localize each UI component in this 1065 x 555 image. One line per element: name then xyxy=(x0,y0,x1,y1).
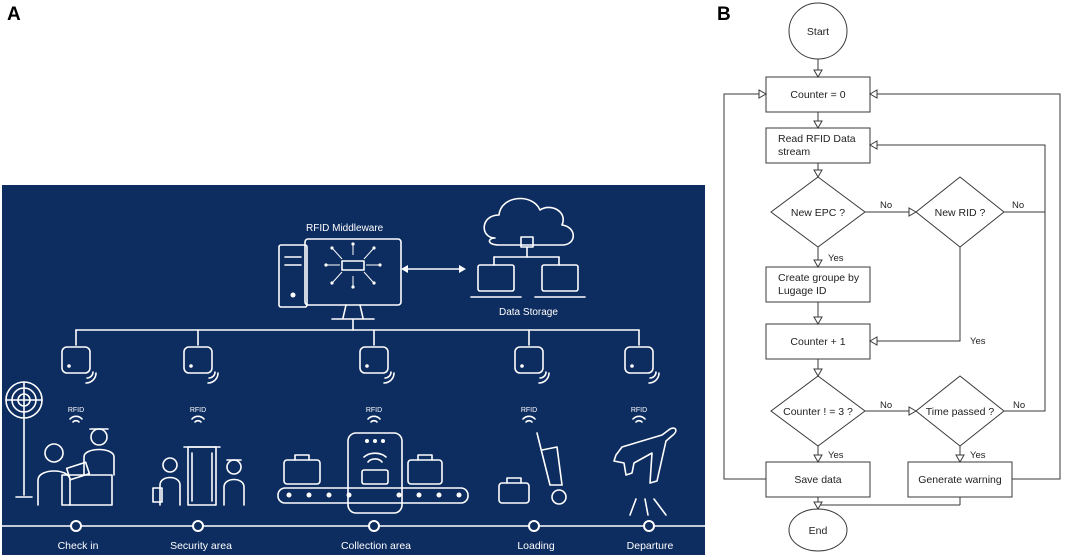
rfid-reader-icon xyxy=(514,346,550,384)
check-in-scene xyxy=(5,381,115,506)
svg-text:Time passed ?: Time passed ? xyxy=(926,406,995,418)
monitor-icon xyxy=(304,238,402,320)
panel-b-letter: B xyxy=(717,4,731,25)
counter-check-decision: Counter ! = 3 ? xyxy=(770,375,866,447)
network-lines xyxy=(493,246,560,266)
end-node: End xyxy=(788,508,848,552)
svg-text:Read RFID Data: Read RFID Data xyxy=(778,133,856,145)
svg-text:Create groupe by: Create groupe by xyxy=(778,272,860,284)
rfid-infrastructure-illustration: Data Storage RFID Middleware xyxy=(2,185,705,555)
read-rfid-box: Read RFID Data stream xyxy=(765,127,871,164)
save-data-box: Save data xyxy=(765,461,871,498)
svg-text:New EPC ?: New EPC ? xyxy=(791,207,845,219)
server-tower-icon xyxy=(278,244,308,308)
flow-connectors xyxy=(723,59,1061,511)
edge-label-yes: Yes xyxy=(970,336,986,347)
rfid-tag-label: RFID xyxy=(631,407,647,414)
new-epc-decision: New EPC ? xyxy=(770,176,866,248)
rfid-reader-icon xyxy=(183,346,219,384)
edge-label-yes: Yes xyxy=(970,450,986,461)
start-node: Start xyxy=(788,2,848,60)
data-storage-label: Data Storage xyxy=(499,307,558,318)
svg-text:Start: Start xyxy=(807,26,829,38)
cloud-icon xyxy=(483,197,575,248)
rfid-tag-label: RFID xyxy=(366,407,382,414)
panel-a-letter: A xyxy=(7,4,21,25)
rfid-flowchart: Start Counter = 0 Read RFID Data stream … xyxy=(712,0,1065,555)
rfid-reader-icon xyxy=(61,346,97,384)
edge-label-yes: Yes xyxy=(828,450,844,461)
svg-text:Save data: Save data xyxy=(794,474,841,486)
station-label-security: Security area xyxy=(170,540,232,552)
edge-label-no: No xyxy=(880,400,892,411)
collection-scene xyxy=(277,432,469,514)
rfid-tag-label: RFID xyxy=(190,407,206,414)
generate-warning-box: Generate warning xyxy=(907,461,1013,498)
timeline xyxy=(2,520,705,532)
time-passed-decision: Time passed ? xyxy=(915,375,1005,447)
create-group-box: Create groupe by Lugage ID xyxy=(765,266,871,303)
svg-text:Counter = 0: Counter = 0 xyxy=(790,89,845,101)
rfid-middleware-label: RFID Middleware xyxy=(306,223,384,234)
edge-label-yes: Yes xyxy=(828,253,844,264)
station-label-check-in: Check in xyxy=(58,540,99,552)
station-label-collection: Collection area xyxy=(341,540,411,552)
airplane-icon xyxy=(613,427,677,516)
security-scene xyxy=(152,446,245,506)
edge-label-no: No xyxy=(1012,200,1024,211)
svg-text:End: End xyxy=(809,525,828,537)
svg-text:Counter + 1: Counter + 1 xyxy=(790,336,845,348)
station-label-loading: Loading xyxy=(517,540,555,552)
laptop-icon xyxy=(470,264,522,298)
distribution-bus xyxy=(75,319,640,346)
svg-text:Counter ! = 3 ?: Counter ! = 3 ? xyxy=(783,406,853,418)
double-arrow-icon xyxy=(401,265,466,273)
edge-label-no: No xyxy=(880,200,892,211)
laptop-icon xyxy=(534,264,586,298)
counter-reset-box: Counter = 0 xyxy=(765,76,871,113)
edge-label-no: No xyxy=(1013,400,1025,411)
rfid-tag-label: RFID xyxy=(68,407,84,414)
counter-increment-box: Counter + 1 xyxy=(765,323,871,360)
loading-scene xyxy=(498,432,567,505)
station-label-departure: Departure xyxy=(627,540,674,552)
svg-text:stream: stream xyxy=(778,146,810,158)
rfid-reader-icon xyxy=(359,346,395,384)
new-rid-decision: New RID ? xyxy=(915,176,1005,248)
rfid-tag-label: RFID xyxy=(521,407,537,414)
wifi-signal-icons xyxy=(69,415,646,423)
svg-text:Lugage ID: Lugage ID xyxy=(778,285,827,297)
svg-text:Generate warning: Generate warning xyxy=(918,474,1002,486)
rfid-reader-icon xyxy=(624,346,660,384)
svg-text:New RID ?: New RID ? xyxy=(935,207,986,219)
